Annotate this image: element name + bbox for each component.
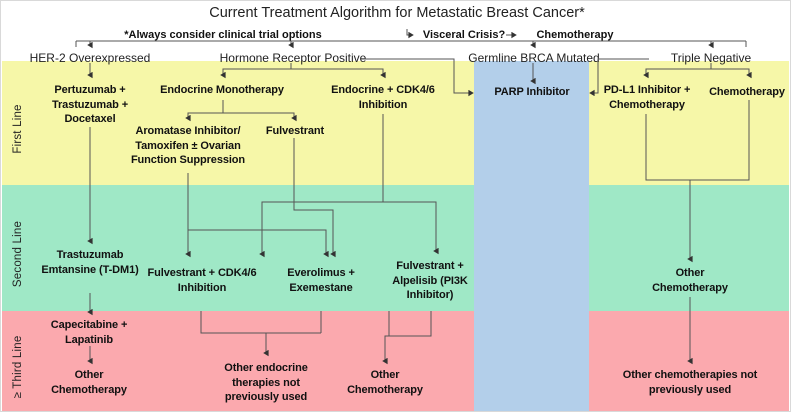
node-chemotherapy-triple-negative: Chemotherapy: [709, 86, 785, 98]
node-fulvestrant-cdk46-inhibition: Fulvestrant + CDK4/6 Inhibition: [147, 267, 257, 294]
category-hormone-receptor-positive: Hormone Receptor Positive: [219, 51, 367, 65]
node-fulvestrant: Fulvestrant: [265, 125, 325, 137]
node-endocrine-cdk46-inhibition: Endocrine + CDK4/6 Inhibition: [331, 84, 435, 111]
node-other-chemotherapy-her2: Other Chemotherapy: [51, 369, 127, 396]
node-other-chemotherapies-triple-negative: Other chemotherapies not previously used: [622, 369, 758, 396]
node-other-chemotherapy-triple-negative-second: Other Chemotherapy: [652, 267, 728, 294]
category-germline-brca-mutated: Germline BRCA Mutated: [468, 51, 600, 65]
node-other-chemotherapy-hr: Other Chemotherapy: [347, 369, 423, 396]
line-label-second: Second Line: [12, 220, 24, 288]
node-aromatase-inhibitor-tamoxifen: Aromatase Inhibitor/ Tamoxifen ± Ovarian…: [130, 125, 246, 166]
category-her2: HER-2 Overexpressed: [29, 51, 151, 65]
chemotherapy-header-label: Chemotherapy: [536, 29, 614, 41]
category-triple-negative: Triple Negative: [670, 51, 752, 65]
line-label-third: ≥ Third Line: [12, 335, 24, 399]
node-everolimus-exemestane: Everolimus + Exemestane: [287, 267, 355, 294]
node-endocrine-monotherapy: Endocrine Monotherapy: [160, 84, 284, 96]
node-capecitabine-lapatinib: Capecitabine + Lapatinib: [50, 319, 128, 346]
node-trastuzumab-emtansine-tdm1: Trastuzumab Emtansine (T-DM1): [41, 249, 139, 276]
node-other-endocrine-therapies: Other endocrine therapies not previously…: [224, 362, 308, 403]
node-pdl1-inhibitor-chemotherapy: PD-L1 Inhibitor + Chemotherapy: [603, 84, 691, 111]
visceral-crisis-label: Visceral Crisis?: [422, 29, 506, 41]
node-pertuzumab-trastuzumab-docetaxel: Pertuzumab + Trastuzumab + Docetaxel: [51, 84, 129, 125]
node-parp-inhibitor: PARP Inhibitor: [494, 86, 570, 98]
clinical-trial-footnote: *Always consider clinical trial options: [124, 29, 322, 41]
node-fulvestrant-alpelisib: Fulvestrant + Alpelisib (PI3K Inhibitor): [392, 260, 468, 301]
page-title: Current Treatment Algorithm for Metastat…: [209, 5, 585, 21]
line-label-first: First Line: [12, 104, 24, 154]
parp-column-band: [474, 61, 589, 411]
